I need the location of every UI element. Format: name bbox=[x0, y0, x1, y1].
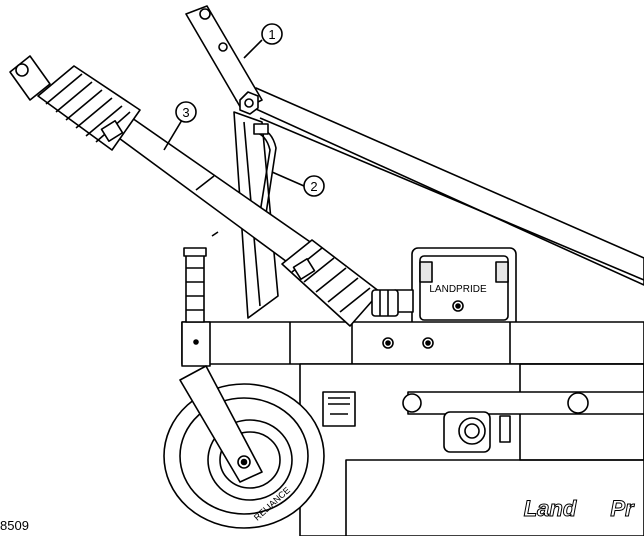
callout-group-2 bbox=[271, 171, 325, 197]
link-rod bbox=[253, 123, 277, 241]
gearbox-brand-label: LANDPRIDE bbox=[429, 284, 487, 295]
pivot-post bbox=[181, 247, 211, 367]
mower-deck bbox=[181, 321, 644, 536]
callout-group-1 bbox=[243, 23, 283, 59]
callout-3-number: 3 bbox=[182, 105, 189, 120]
callout-1-balloon bbox=[261, 23, 283, 45]
caster-wheel bbox=[163, 365, 325, 529]
callout-2-number: 2 bbox=[310, 179, 317, 194]
callout-group-3 bbox=[163, 101, 197, 151]
callout-3-balloon bbox=[175, 101, 197, 123]
driveline bbox=[9, 55, 399, 327]
callout-1-number: 1 bbox=[268, 27, 275, 42]
deck-logo-word-2: Pr bbox=[610, 496, 635, 521]
deck-logo-word-1: Land bbox=[524, 496, 577, 521]
figure-id: 8509 bbox=[0, 518, 29, 533]
callout-2-balloon bbox=[303, 175, 325, 197]
